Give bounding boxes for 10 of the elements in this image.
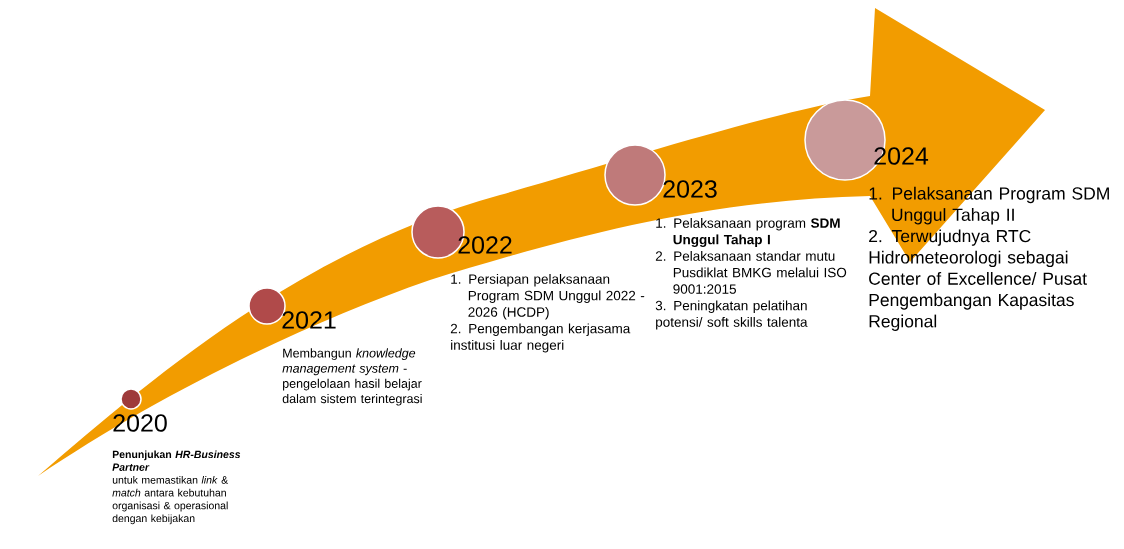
milestone-text: 1. Pelaksanaan program SDM Unggul Tahap I 2. Pelaksanaan standar mutu Pusdiklat BMKG melalui ISO 9001:2015 3. Peningkatan pelatihan potensi/ soft skills talenta [655, 217, 847, 330]
year-label: 2023 [663, 180, 717, 198]
milestone-text: Membangun knowledge management system - pengelolaan hasil belajar dalam sistem terintegrasi [282, 348, 422, 406]
year-label: 2022 [458, 236, 512, 254]
milestone-text: 1. Persiapan pelaksanaan Program SDM Unggul 2022 - 2026 (HCDP) 2. Pengembangan kerjasama institusi luar negeri [450, 273, 645, 353]
node-label: untuk memastikan link & match antara kebutuhan organisasi & operasional dengan kebijakan [112, 476, 229, 525]
node-label: 1. Pelaksanaan program SDM Unggul Tahap I [656, 217, 840, 248]
milestone-text: Penunjukan HR-Business Partner untuk memastikan link & match antara kebutuhan organisasi & operasional dengan kebijakan [112, 450, 241, 525]
node-label: 3. Peningkatan pelatihan potensi/ soft skills talenta [655, 300, 808, 330]
node-label: 2. Pelaksanaan standar mutu Pusdiklat BMKG melalui ISO 9001:2015 [655, 250, 847, 294]
